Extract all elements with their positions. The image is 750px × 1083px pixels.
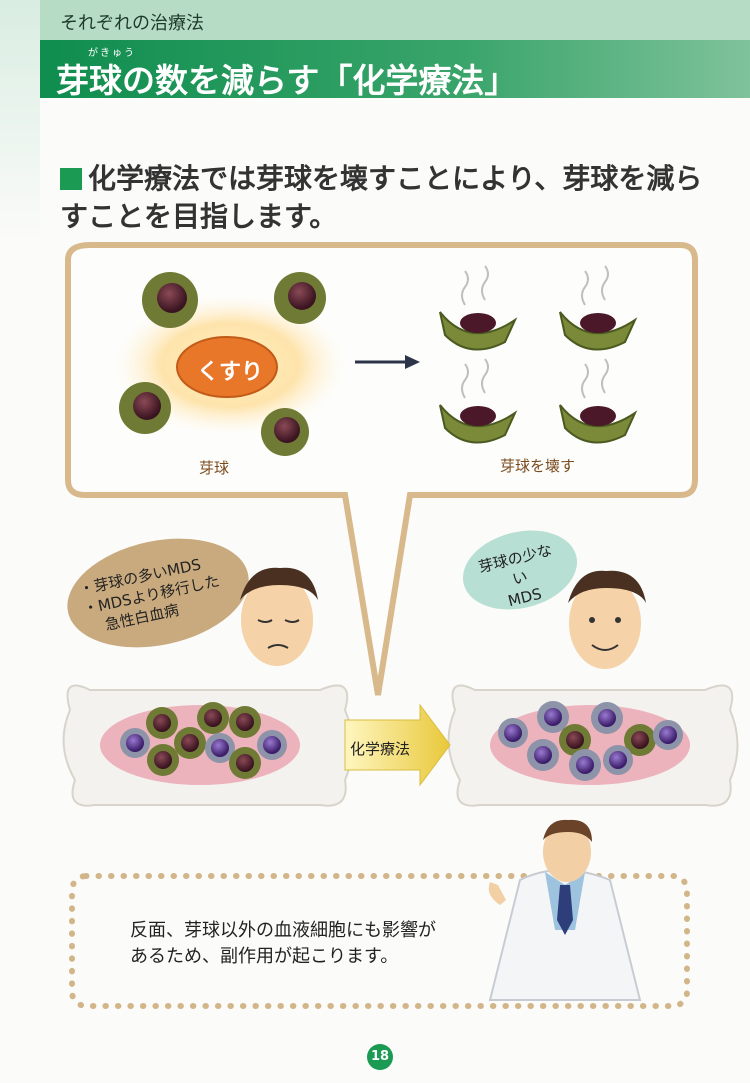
destroyed-label: 芽球を壊す [500, 457, 576, 475]
drug-label: くすり [197, 360, 264, 385]
blast-cells-before [119, 272, 326, 456]
destroyed-cells [439, 311, 638, 444]
after-oval [462, 530, 578, 610]
bone-after [447, 684, 739, 807]
section-label: それぞれの治療法 [60, 13, 204, 34]
note-line-2: あるため、副作用が起こります。 [130, 946, 399, 967]
page-title: 芽球の数を減らす「化学療法」 [56, 61, 518, 100]
smoke-wisps [461, 265, 609, 399]
arrow-right-icon [405, 355, 420, 369]
drug-pill [176, 336, 278, 398]
title-band [40, 40, 750, 98]
treatment-label: 化学療法 [350, 740, 411, 758]
subheading: 化学療法では芽球を壊すことにより、芽球を減らすことを目指します。 [60, 160, 720, 236]
patient-sad-face-icon [240, 567, 318, 666]
title-ruby: がきゅう [88, 48, 136, 59]
page-number: 18 [367, 1044, 393, 1070]
before-oval [67, 538, 249, 648]
bullet-square-icon [60, 168, 82, 190]
left-accent-bar [0, 0, 40, 240]
marrow-cells-before [120, 702, 287, 779]
side-effect-note: 反面、芽球以外の血液細胞にも影響が あるため、副作用が起こります。 [130, 918, 436, 970]
blast-label: 芽球 [199, 459, 230, 477]
treatment-arrow [344, 703, 451, 787]
marrow-cells-after [498, 701, 683, 781]
subheading-text: 化学療法では芽球を壊すことにより、芽球を減らすことを目指します。 [60, 162, 703, 233]
section-header-band [40, 0, 750, 40]
patient-happy-face-icon [568, 570, 646, 669]
doctor-icon [488, 819, 642, 1001]
note-line-1: 反面、芽球以外の血液細胞にも影響が [130, 920, 436, 941]
note-frame [69, 873, 690, 1009]
